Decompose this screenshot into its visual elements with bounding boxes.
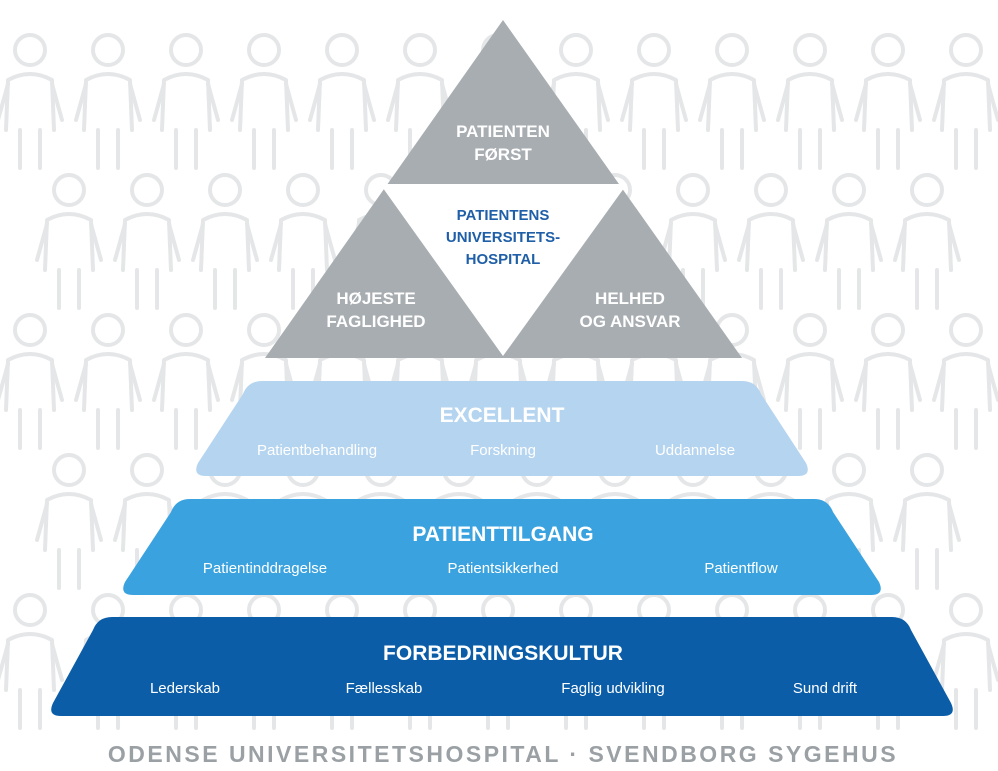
- triangle-center-line1: PATIENTENS: [457, 207, 550, 224]
- triangle-center-line2: UNIVERSITETS-: [446, 229, 560, 246]
- background-figure: [932, 593, 998, 730]
- tier-forbedringskultur-item: Lederskab: [150, 680, 220, 697]
- background-figure: [191, 173, 259, 310]
- background-figure: [0, 313, 64, 450]
- tier-patienttilgang-band: [123, 499, 881, 595]
- background-figure: [737, 173, 805, 310]
- triangle-right-line1: HELHED: [595, 289, 665, 308]
- background-figure: [74, 313, 142, 450]
- triangle-center-inverted: [380, 184, 627, 356]
- footer-organization: ODENSE UNIVERSITETSHOSPITAL · SVENDBORG …: [108, 741, 898, 767]
- background-figure: [698, 33, 766, 170]
- tier-patienttilgang-item: Patientsikkerhed: [448, 560, 559, 577]
- background-figure: [152, 33, 220, 170]
- triangle-left-line1: HØJESTE: [336, 289, 415, 308]
- tier-forbedringskultur-item: Faglig udvikling: [561, 680, 664, 697]
- background-figure: [269, 173, 337, 310]
- tier-excellent-band: [196, 381, 808, 476]
- tier-excellent-item: Uddannelse: [655, 442, 735, 459]
- tier-forbedringskultur-item: Fællesskab: [346, 680, 423, 697]
- tier-patienttilgang-item: Patientflow: [704, 560, 778, 577]
- background-figure: [35, 453, 103, 590]
- background-figure: [113, 173, 181, 310]
- tier-patienttilgang-title: PATIENTTILGANG: [412, 523, 593, 546]
- tier-forbedringskultur-title: FORBEDRINGSKULTUR: [383, 642, 623, 665]
- background-figure: [893, 173, 961, 310]
- background-figure: [932, 313, 998, 450]
- tier-forbedringskultur: FORBEDRINGSKULTUR Lederskab Fællesskab F…: [51, 617, 953, 716]
- tier-patienttilgang: PATIENTTILGANG Patientinddragelse Patien…: [123, 499, 881, 595]
- tier-forbedringskultur-item: Sund drift: [793, 680, 858, 697]
- background-figure: [815, 173, 883, 310]
- background-figure: [308, 33, 376, 170]
- background-figure: [854, 33, 922, 170]
- triangle-left-line2: FAGLIGHED: [326, 312, 425, 331]
- triangle-top-line2: FØRST: [474, 145, 532, 164]
- background-figure: [74, 33, 142, 170]
- triangle-right-line2: OG ANSVAR: [579, 312, 680, 331]
- background-figure: [230, 33, 298, 170]
- background-figure: [776, 313, 844, 450]
- background-figure: [0, 33, 64, 170]
- background-figure: [620, 33, 688, 170]
- tier-excellent-item: Patientbehandling: [257, 442, 377, 459]
- tier-excellent-item: Forskning: [470, 442, 536, 459]
- tier-excellent: EXCELLENT Patientbehandling Forskning Ud…: [196, 381, 808, 476]
- background-figure: [776, 33, 844, 170]
- tier-forbedringskultur-band: [51, 617, 953, 716]
- triangle-center-line3: HOSPITAL: [466, 251, 541, 268]
- background-figure: [893, 453, 961, 590]
- triangle-top-line1: PATIENTEN: [456, 122, 550, 141]
- background-figure: [152, 313, 220, 450]
- background-figure: [932, 33, 998, 170]
- value-triangle: PATIENTEN FØRST PATIENTENS UNIVERSITETS-…: [265, 20, 742, 358]
- tier-patienttilgang-item: Patientinddragelse: [203, 560, 327, 577]
- background-figure: [35, 173, 103, 310]
- tier-excellent-title: EXCELLENT: [440, 404, 565, 427]
- background-figure: [0, 593, 64, 730]
- background-figure: [854, 313, 922, 450]
